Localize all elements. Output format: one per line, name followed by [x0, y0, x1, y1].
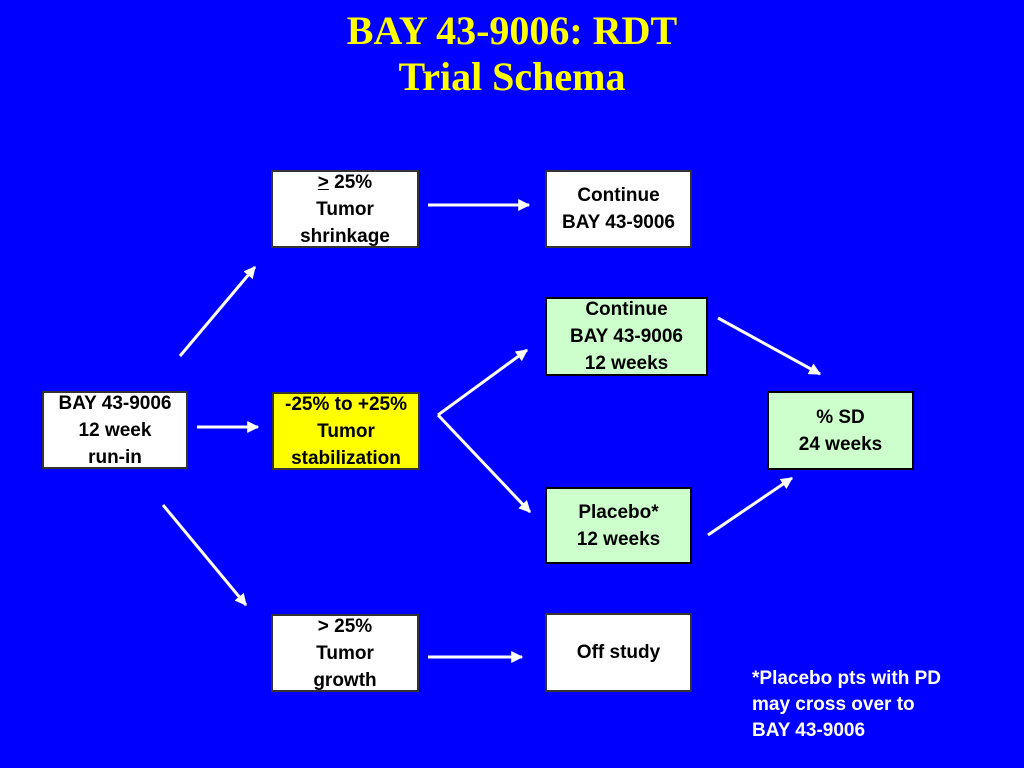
- growth-line-3: growth: [313, 669, 377, 691]
- stabilization-line-1: -25% to +25%: [285, 393, 407, 415]
- runin-box: BAY 43-9006 12 week run-in: [42, 391, 188, 469]
- continue-box: Continue BAY 43-9006: [545, 170, 692, 248]
- growth-line-1: > 25%: [317, 615, 373, 637]
- arrow-placebo-to-sd: [707, 476, 793, 537]
- growth-line-2: Tumor: [316, 642, 374, 664]
- continue-line-2: BAY 43-9006: [561, 212, 676, 233]
- sd-line-1: % SD: [816, 406, 865, 428]
- continue-12-line-1: Continue: [585, 299, 668, 320]
- stabilization-line-2: Tumor: [317, 420, 375, 442]
- title-line-2: Trial Schema: [398, 54, 626, 99]
- sd-line-2: 24 weeks: [798, 433, 883, 455]
- runin-line-3: run-in: [88, 446, 142, 468]
- arrow-runin-to-shrinkage: [178, 266, 257, 357]
- arrow-continue-12-to-sd: [717, 316, 822, 376]
- placebo-line-2: 12 weeks: [576, 528, 661, 550]
- continue-line-1: Continue: [577, 185, 660, 206]
- continue-12-line-3: 12 weeks: [584, 353, 669, 374]
- arrow-runin-to-growth: [161, 504, 248, 606]
- arrow-stabilization-to-placebo: [436, 413, 532, 514]
- shrinkage-line-2: Tumor: [316, 198, 374, 220]
- arrow-stabilization-to-continue-12: [437, 348, 528, 417]
- sd-box: % SD 24 weeks: [767, 391, 914, 470]
- stabilization-box: -25% to +25% Tumor stabilization: [272, 392, 420, 470]
- continue-12-line-2: BAY 43-9006: [569, 326, 684, 347]
- greater-equal-symbol: >: [317, 171, 329, 193]
- slide-title: BAY 43-9006: RDT Trial Schema: [0, 8, 1024, 100]
- runin-line-2: 12 week: [78, 419, 152, 441]
- shrinkage-box: > 25% Tumor shrinkage: [271, 170, 419, 248]
- stabilization-line-3: stabilization: [291, 447, 401, 469]
- placebo-footnote: *Placebo pts with PD may cross over to B…: [752, 666, 941, 744]
- footnote-line-2: may cross over to: [752, 694, 915, 715]
- placebo-box: Placebo* 12 weeks: [545, 487, 692, 564]
- shrinkage-percent: 25%: [328, 171, 373, 193]
- runin-line-1: BAY 43-9006: [58, 392, 172, 414]
- growth-box: > 25% Tumor growth: [271, 614, 419, 692]
- footnote-line-1: *Placebo pts with PD: [752, 668, 941, 689]
- placebo-line-1: Placebo*: [578, 501, 659, 523]
- shrinkage-line-3: shrinkage: [300, 225, 390, 247]
- off-study-box: Off study: [545, 613, 692, 692]
- off-study-label: Off study: [576, 642, 661, 663]
- continue-12-weeks-box: Continue BAY 43-9006 12 weeks: [545, 297, 708, 376]
- footnote-line-3: BAY 43-9006: [752, 720, 866, 741]
- title-line-1: BAY 43-9006: RDT: [346, 8, 678, 53]
- shrinkage-line-1: > 25%: [318, 169, 372, 196]
